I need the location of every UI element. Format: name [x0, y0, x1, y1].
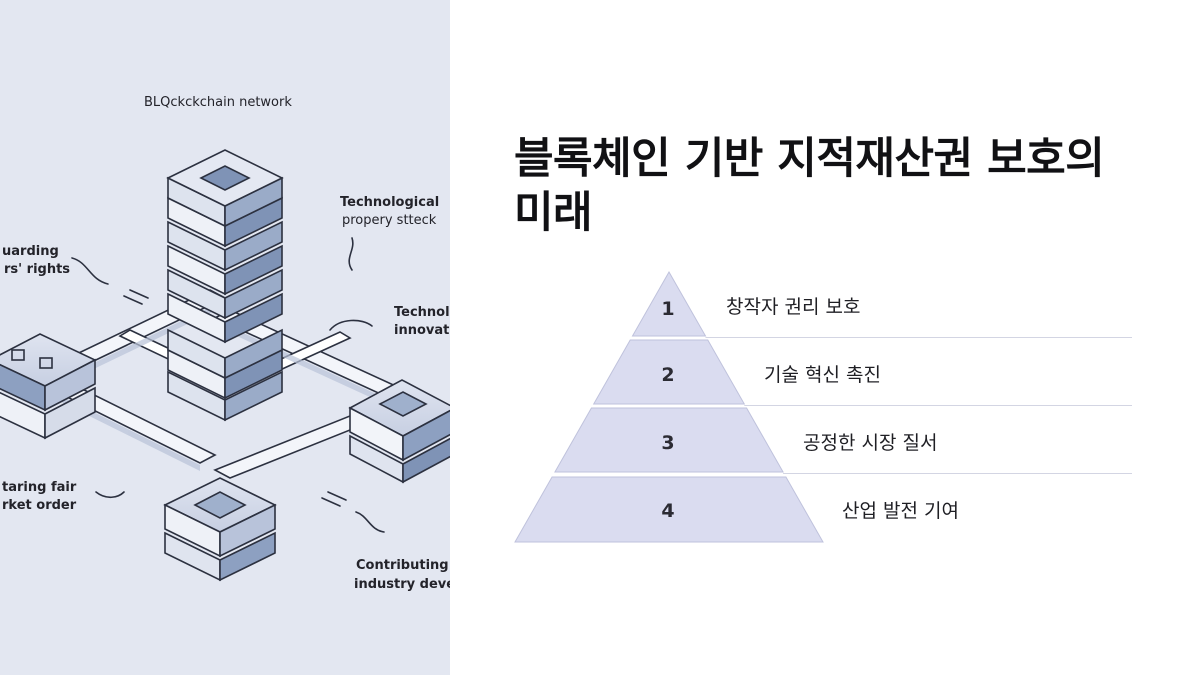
pyramid-level-4	[514, 476, 824, 543]
blockchain-network-illustration: BLQckckchain network Technological prope…	[0, 0, 450, 675]
pyramid-level-1	[631, 270, 707, 337]
illustration-header: BLQckckchain network	[144, 95, 292, 110]
tower-slab-right-face	[224, 268, 283, 320]
left-node-block	[0, 333, 97, 440]
label-tech-property-line2: propery stteck	[342, 213, 437, 228]
tower-slab-right-face	[224, 370, 283, 422]
arrow-safeguarding-icon	[71, 257, 109, 285]
label-safeguarding-line2: rs' rights	[4, 262, 70, 277]
level-2-number: 2	[661, 364, 675, 386]
link-marks-left-icon	[123, 289, 149, 305]
level-3-number: 3	[661, 432, 675, 454]
level-1-number: 1	[661, 298, 675, 320]
label-safeguarding-line1: uarding	[2, 244, 59, 259]
label-tech-innovation-line2: innovati	[394, 323, 450, 338]
tower-slab-right-face	[224, 220, 283, 272]
level-3-label: 공정한 시장 질서	[803, 432, 938, 454]
level-1-label: 창작자 권리 보호	[726, 296, 861, 318]
label-tech-property-line1: Technological	[340, 195, 439, 210]
tower-slab-right-face	[224, 328, 283, 380]
arrow-tech-property-icon	[348, 237, 354, 271]
level-2-label: 기술 혁신 촉진	[764, 364, 881, 386]
slide-title: 블록체인 기반 지적재산권 보호의 미래	[514, 134, 1105, 238]
tower-slab-right-face	[224, 292, 283, 344]
bottom-node-block	[163, 477, 277, 582]
level-4-label: 산업 발전 기여	[842, 500, 959, 522]
right-node-block	[348, 379, 450, 484]
central-server-tower	[166, 149, 284, 422]
pyramid-level-2	[592, 339, 746, 405]
annotation-arrows	[71, 237, 385, 533]
tower-slab-right-face	[224, 244, 283, 296]
pyramid-level-3	[554, 407, 784, 473]
label-industry-line2: industry devel	[354, 577, 450, 592]
arrow-innovation-icon	[329, 319, 373, 331]
label-fair-market-line2: rket order	[2, 498, 77, 513]
network-diagram: BLQckckchain network Technological prope…	[0, 95, 450, 592]
arrow-fair-market-icon	[95, 491, 125, 499]
tower-top-inset	[199, 165, 251, 191]
label-fair-market-line1: taring fair	[2, 480, 77, 495]
arrow-industry-icon	[355, 511, 385, 533]
label-tech-innovation-line1: Technolo	[394, 305, 450, 320]
label-industry-line1: Contributing t	[356, 558, 450, 573]
link-marks-right-icon	[321, 491, 347, 507]
level-4-number: 4	[661, 500, 675, 522]
